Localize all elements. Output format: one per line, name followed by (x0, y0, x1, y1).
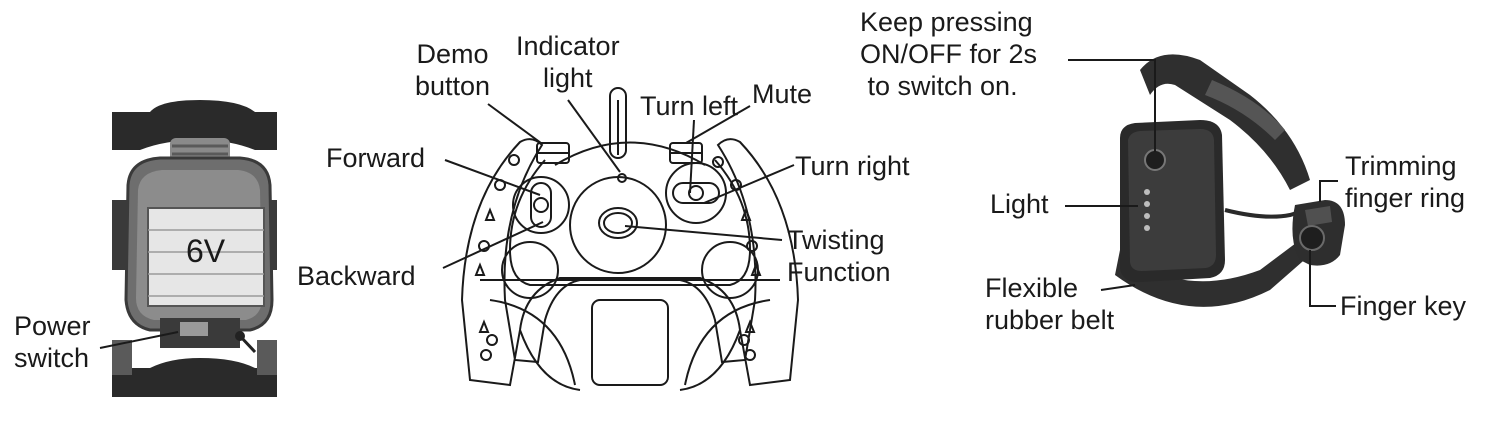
flexible-belt-label: Flexible rubber belt (985, 273, 1115, 335)
finger-key-label: Finger key (1340, 291, 1467, 321)
forward-label: Forward (326, 143, 426, 173)
backward-label: Backward (297, 261, 416, 291)
on-off-instruction-label: Keep pressing ON/OFF for 2s to switch on… (860, 7, 1038, 101)
turn-left-label: Turn left (640, 91, 739, 121)
controller-drawing (460, 87, 800, 391)
power-switch-label: Power switch (14, 311, 91, 373)
light-label: Light (990, 189, 1049, 219)
indicator-light-label: Indicator light (516, 31, 620, 93)
turn-right-label: Turn right (795, 151, 910, 181)
leader-power-switch (99, 331, 179, 349)
wrist-leaders (1065, 59, 1338, 307)
wrist-controller-photo (1115, 54, 1345, 307)
controller-leaders (442, 99, 795, 269)
mute-label: Mute (752, 79, 813, 109)
battery-compartment-photo (112, 100, 277, 397)
demo-button-label: Demo button (415, 39, 491, 101)
battery-voltage-label: 6V (186, 233, 226, 269)
trimming-finger-ring-label: Trimming finger ring (1345, 151, 1466, 213)
twisting-function-label: Twisting Function (787, 225, 891, 287)
